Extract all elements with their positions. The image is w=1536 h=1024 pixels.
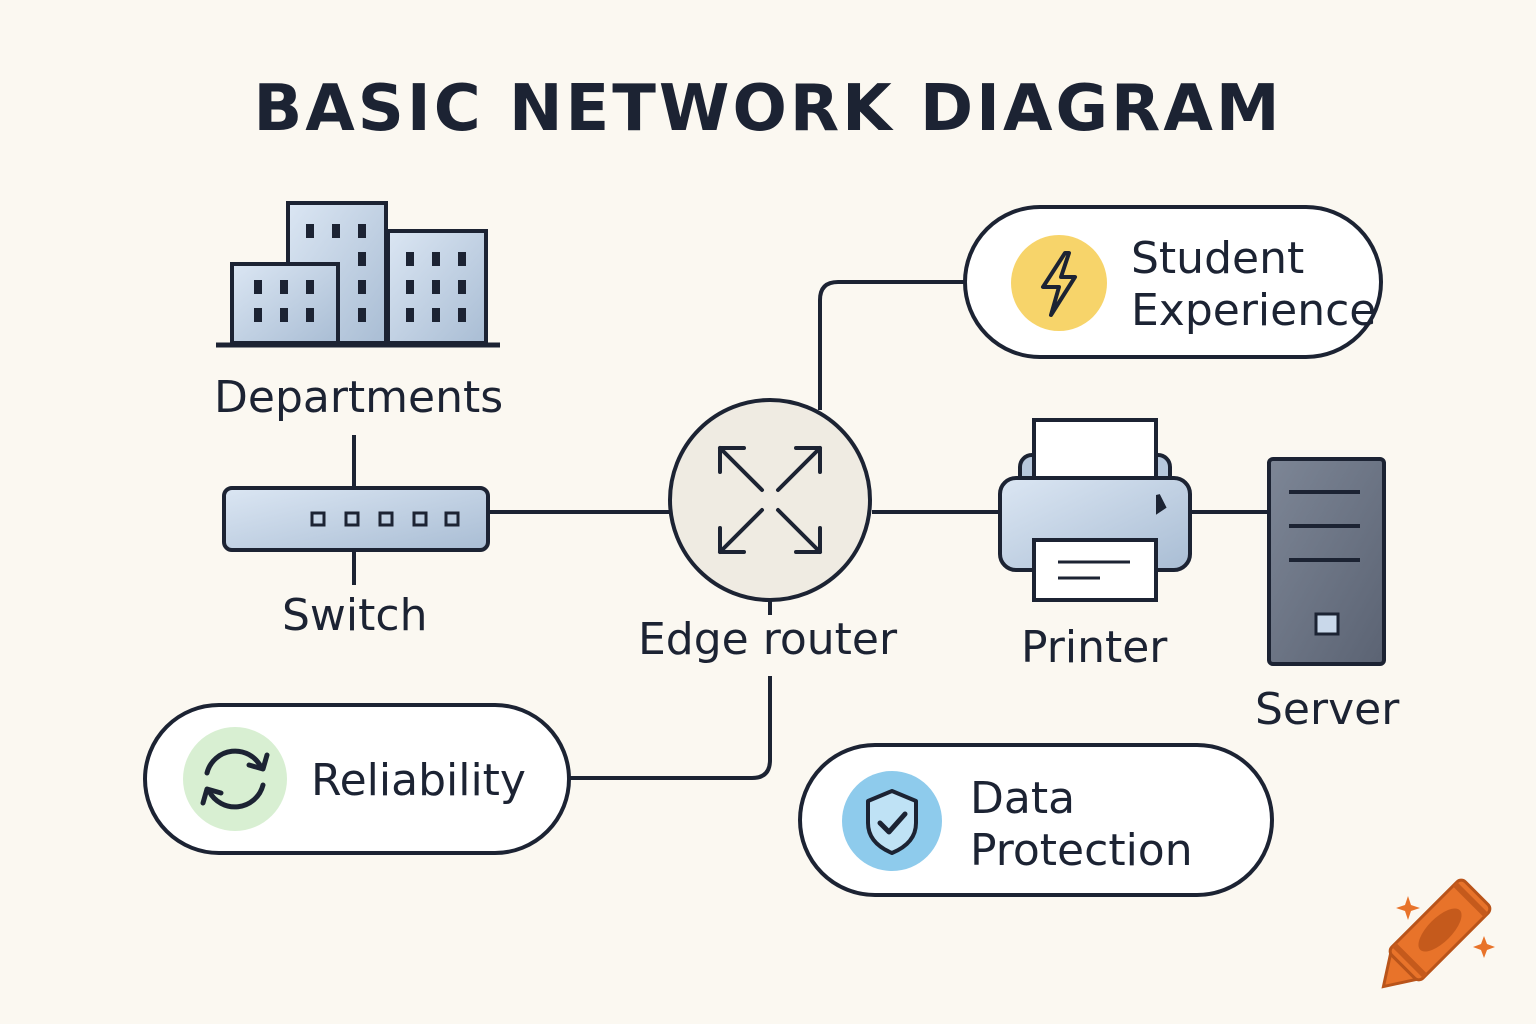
data-protection-line2: Protection	[970, 825, 1193, 876]
printer-icon	[998, 418, 1192, 602]
lightning-icon	[1011, 235, 1107, 331]
server-icon	[1267, 457, 1386, 666]
buildings-icon	[216, 201, 500, 348]
student-experience-pill: Student Experience	[963, 205, 1383, 359]
page-title: BASIC NETWORK DIAGRAM	[253, 72, 1283, 146]
reliability-label: Reliability	[311, 755, 526, 806]
switch-icon	[222, 486, 490, 552]
student-experience-line1: Student	[1131, 233, 1305, 284]
line-router-student-experience	[818, 280, 965, 410]
connection-lines	[352, 280, 1268, 780]
data-protection-pill: Data Protection	[798, 743, 1274, 897]
switch-label: Switch	[282, 590, 428, 641]
shield-check-icon	[842, 771, 942, 871]
data-protection-line1: Data	[970, 773, 1076, 824]
server-label: Server	[1255, 684, 1400, 735]
departments-label: Departments	[214, 372, 504, 423]
line-router-reliability	[570, 676, 772, 780]
crayon-icon	[1381, 878, 1495, 989]
data-protection-label: Data Protection	[970, 773, 1193, 877]
router-icon	[668, 398, 872, 602]
student-experience-line2: Experience	[1131, 285, 1377, 336]
refresh-icon	[183, 727, 287, 831]
reliability-pill: Reliability	[143, 703, 571, 855]
edge-router-label: Edge router	[638, 614, 898, 665]
printer-label: Printer	[1021, 622, 1168, 673]
student-experience-label: Student Experience	[1131, 233, 1376, 337]
